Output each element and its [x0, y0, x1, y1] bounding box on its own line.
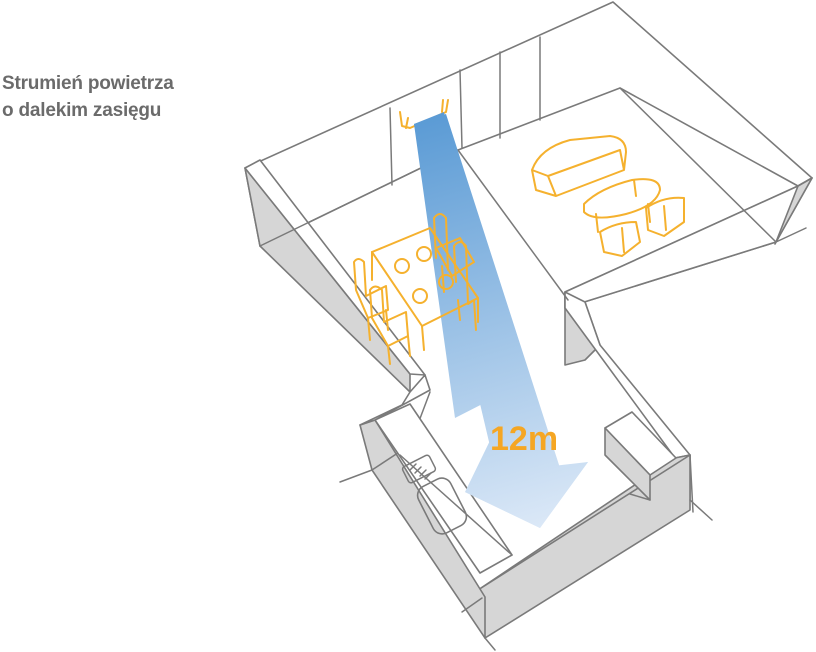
chair-right-1	[433, 213, 449, 293]
guide-line-4	[689, 499, 713, 521]
guide-line-5	[775, 227, 807, 243]
living-room-divider	[457, 149, 569, 301]
kitchen-counter-right-leg	[629, 493, 651, 501]
airflow-caption: Strumień powietrza o dalekim zasięgu	[2, 70, 174, 124]
back-wall-top	[244, 1, 813, 247]
wall-panel-1	[389, 107, 393, 186]
sink	[416, 477, 468, 535]
guide-line-3	[484, 637, 496, 651]
stove-burner-lines	[409, 463, 432, 480]
plate-2	[416, 246, 432, 262]
living-right-floor-edge	[619, 87, 777, 243]
caption-line-2: o dalekim zasięgu	[2, 100, 162, 121]
wall-panel-2	[459, 69, 463, 149]
armchair-2	[645, 196, 685, 237]
guide-line-1	[339, 469, 373, 483]
airflow-arrow-shaft	[414, 114, 588, 528]
stove	[401, 454, 437, 484]
guide-line-6	[689, 454, 694, 513]
plate-4	[438, 274, 454, 290]
sofa	[531, 135, 627, 197]
table-legs	[371, 251, 479, 351]
room-walls	[244, 1, 813, 639]
plate-1	[394, 258, 410, 274]
chair-right-seat	[435, 237, 475, 277]
interior-lines	[259, 36, 807, 651]
living-room-set	[531, 135, 685, 257]
plate-3	[412, 288, 428, 304]
distance-label: 12m	[490, 420, 558, 458]
guide-line-2	[461, 597, 483, 613]
air-conditioner-unit	[399, 99, 449, 129]
armchair-1	[599, 221, 641, 257]
dining-set	[353, 213, 479, 365]
chair-left-2	[369, 285, 411, 365]
caption-line-1: Strumień powietrza	[2, 73, 174, 94]
partition-wall-top	[564, 185, 799, 309]
kitchen-counter-edge	[399, 454, 513, 556]
coffee-table	[583, 178, 661, 233]
